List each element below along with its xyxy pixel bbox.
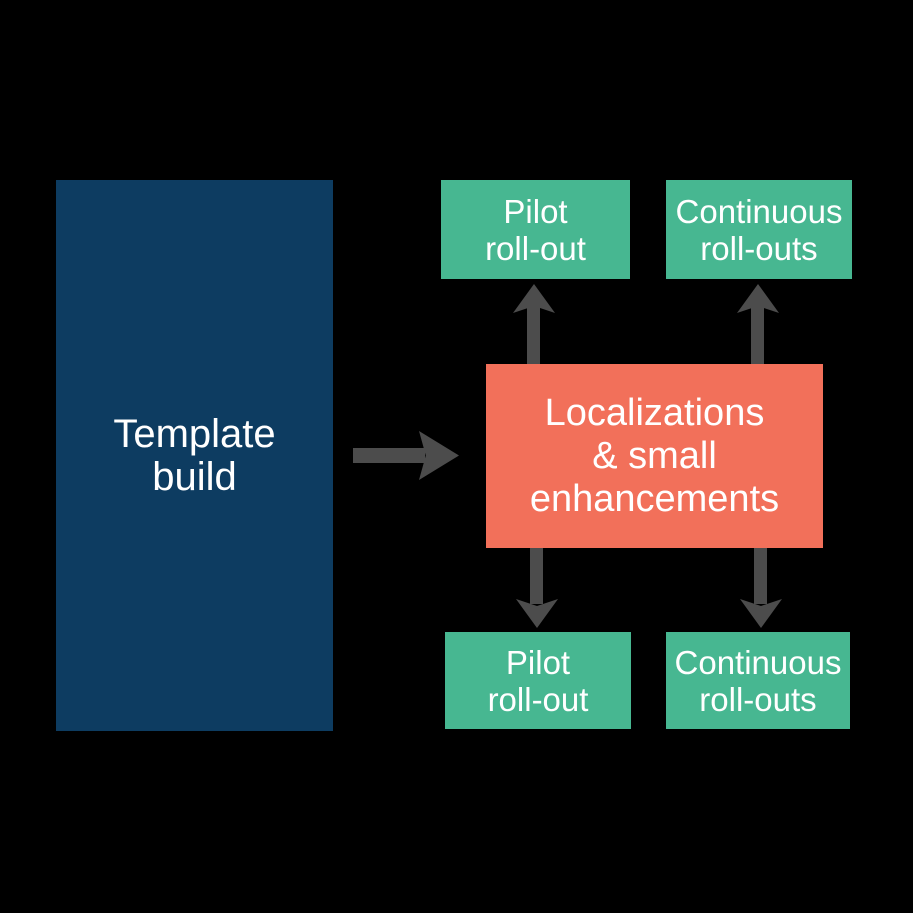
node-template-build-label: Template build: [113, 411, 276, 499]
arrow-center-to-continuous-bottom: [740, 548, 782, 628]
node-continuous-rollouts-bottom: Continuous roll-outs: [666, 632, 850, 729]
label-line: Pilot: [503, 192, 568, 230]
arrow-shaft: [751, 306, 764, 364]
arrow-shaft: [353, 448, 425, 463]
label-line: Continuous: [675, 192, 843, 230]
label-line: Pilot: [505, 643, 571, 681]
label-line: roll-out: [485, 229, 586, 267]
arrow-center-to-pilot-bottom: [516, 548, 558, 628]
node-continuous-bottom-label: Continuous roll-outs: [675, 644, 842, 718]
node-continuous-top-label: Continuous roll-outs: [676, 193, 843, 267]
node-localizations-label: Localizations & small enhancements: [530, 392, 779, 521]
node-pilot-top-label: Pilot roll-out: [485, 193, 586, 267]
arrow-center-to-pilot-top: [513, 284, 555, 364]
node-localizations-enhancements: Localizations & small enhancements: [486, 364, 823, 548]
node-pilot-rollout-bottom: Pilot roll-out: [445, 632, 631, 729]
label-line: roll-outs: [699, 680, 817, 718]
arrow-head-right: [419, 431, 459, 480]
arrow-template-to-center: [353, 431, 459, 480]
arrow-shaft: [754, 548, 767, 604]
arrow-shaft: [527, 306, 540, 364]
node-pilot-bottom-label: Pilot roll-out: [488, 644, 589, 718]
label-line: enhancements: [529, 477, 780, 520]
node-template-build: Template build: [56, 180, 333, 731]
label-line: build: [152, 454, 237, 499]
label-line: & small: [592, 434, 717, 477]
label-line: Continuous: [674, 643, 842, 681]
label-line: Template: [113, 411, 276, 456]
label-line: Localizations: [544, 391, 765, 434]
label-line: roll-out: [487, 680, 589, 718]
node-pilot-rollout-top: Pilot roll-out: [441, 180, 630, 279]
arrow-center-to-continuous-top: [737, 284, 779, 364]
label-line: roll-outs: [700, 229, 818, 267]
arrow-shaft: [530, 548, 543, 604]
node-continuous-rollouts-top: Continuous roll-outs: [666, 180, 852, 279]
